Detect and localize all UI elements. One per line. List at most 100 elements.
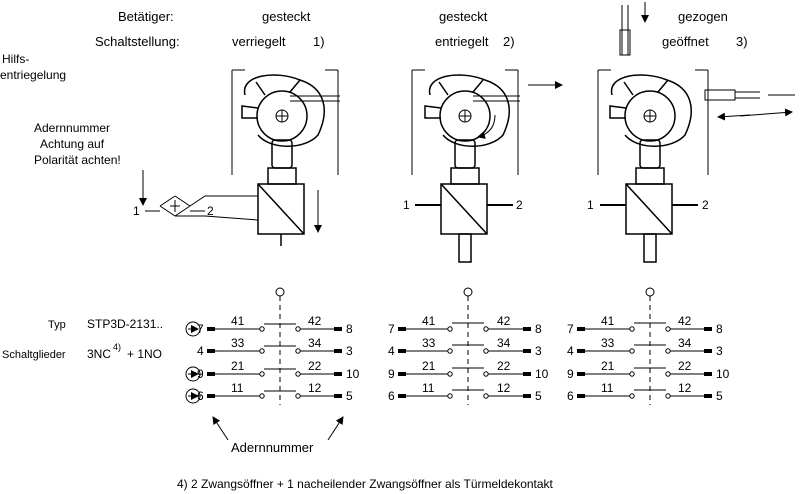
coil2-terminal-right: 2 (516, 198, 523, 212)
block3-row2-left-number: 4 (567, 344, 574, 358)
polarity-label-1: Achtung auf (40, 137, 105, 151)
block3-row1-contact-left (629, 326, 635, 332)
contacts-sup: 4) (113, 342, 121, 352)
block2-row4-contact-right (483, 393, 489, 399)
block1-row1-left-id: 41 (231, 314, 245, 328)
block3-row2-right-id: 34 (678, 336, 692, 350)
coil2-terminal-left: 1 (403, 198, 410, 212)
block2-row3-left-id: 21 (422, 359, 436, 373)
block2-row3-right-id: 22 (497, 359, 511, 373)
block1-row3-left-id: 21 (231, 359, 245, 373)
block2-row3-contact-right (483, 371, 489, 377)
footnote: 4) 2 Zwangsöffner + 1 nacheilender Zwang… (177, 477, 554, 491)
block3-row3-left-id: 21 (601, 359, 615, 373)
block2-row4-right-number: 5 (535, 389, 542, 403)
actuator-label: Betätiger: (118, 9, 174, 24)
type-value: STP3D-2131.. (87, 317, 163, 331)
block1-row4-left-id: 11 (231, 381, 244, 395)
block1-row4-contact-right (295, 393, 301, 399)
arrow-marker-row-1 (185, 321, 201, 337)
col3-state: geöffnet (662, 34, 709, 49)
block2-row3-left-number: 9 (388, 367, 395, 381)
aux-release-label-2: entriegelung (0, 68, 66, 82)
block3-row3-left-number: 9 (567, 367, 574, 381)
block1-row3-right-number: 10 (346, 367, 360, 381)
col1-actuator: gesteckt (262, 9, 311, 24)
col1-note: 1) (313, 34, 325, 49)
block3-row3-right-id: 22 (678, 359, 692, 373)
block1-row4-right-id: 12 (308, 381, 322, 395)
col2-actuator: gesteckt (439, 9, 488, 24)
coil3-terminal-left: 1 (587, 198, 594, 212)
block1-row3-contact-right (295, 371, 301, 377)
type-label: Typ (48, 319, 66, 331)
block3-row1-right-id: 42 (678, 314, 692, 328)
block3-row4-left-number: 6 (567, 389, 574, 403)
block1-row4-right-number: 5 (346, 389, 353, 403)
block3-row4-left-id: 11 (601, 381, 614, 395)
block1-row3-contact-left (259, 371, 265, 377)
block2-row1-left-id: 41 (422, 314, 436, 328)
polarity-label-2: Polarität achten! (34, 153, 121, 167)
coil3-terminal-right: 2 (702, 198, 709, 212)
block2-row2-left-number: 4 (388, 344, 395, 358)
arrow-marker-row-3 (185, 366, 201, 382)
block3-row2-contact-left (629, 348, 635, 354)
block1-row2-contact-right (295, 348, 301, 354)
wire-arrow-left (212, 416, 229, 441)
block1-row1-right-number: 8 (346, 322, 353, 336)
block1-row2-left-id: 33 (231, 336, 245, 350)
block1-row4-contact-left (259, 393, 265, 399)
block3-top-terminal (645, 287, 655, 297)
block3-row1-right-number: 8 (716, 322, 723, 336)
aux-release-label-1: Hilfs- (2, 52, 29, 66)
block3-row3-right-number: 10 (716, 367, 730, 381)
block3-row1-left-number: 7 (567, 322, 574, 336)
coil1-terminal-left: 1 (133, 204, 140, 218)
arrow-marker-row-4 (185, 388, 201, 404)
block2-row1-right-number: 8 (535, 322, 542, 336)
contacts-value-b: + 1NO (127, 347, 162, 361)
column-2-mechanism (411, 69, 563, 263)
wire-arrow-right (327, 416, 344, 441)
coil1-terminal-right: 2 (207, 204, 214, 218)
switch-state-label: Schaltstellung: (95, 34, 180, 49)
block1-row2-left-number: 4 (197, 344, 204, 358)
col3-note: 3) (736, 34, 748, 49)
block3-row4-right-id: 12 (678, 381, 692, 395)
block3-row4-contact-right (665, 393, 671, 399)
block1-row1-right-id: 42 (308, 314, 322, 328)
block2-row1-contact-left (447, 326, 453, 332)
block3-row1-contact-right (665, 326, 671, 332)
contacts-label: Schaltglieder (2, 349, 66, 361)
block2-row1-right-id: 42 (497, 314, 511, 328)
block1-row3-right-id: 22 (308, 359, 322, 373)
block3-row2-left-id: 33 (601, 336, 615, 350)
wire-number-bottom-label: Adernnummer (231, 440, 314, 455)
block2-row1-contact-right (483, 326, 489, 332)
column-3-mechanism (597, 2, 795, 263)
block3-row3-contact-left (629, 371, 635, 377)
block2-row3-right-number: 10 (535, 367, 549, 381)
col2-note: 2) (503, 34, 515, 49)
block1-row1-contact-left (259, 326, 265, 332)
block1-row1-contact-right (295, 326, 301, 332)
wire-number-label: Adernnummer (34, 121, 110, 135)
block3-row4-right-number: 5 (716, 389, 723, 403)
block2-row2-left-id: 33 (422, 336, 436, 350)
block2-row1-left-number: 7 (388, 322, 395, 336)
col2-state: entriegelt (435, 34, 489, 49)
block3-row2-right-number: 3 (716, 344, 723, 358)
block2-row4-contact-left (447, 393, 453, 399)
block2-top-terminal (463, 287, 473, 297)
contacts-value-a: 3NC (87, 347, 111, 361)
block3-row2-contact-right (665, 348, 671, 354)
block1-row2-right-id: 34 (308, 336, 322, 350)
block3-row1-left-id: 41 (601, 314, 615, 328)
block2-row2-contact-right (483, 348, 489, 354)
block2-row3-contact-left (447, 371, 453, 377)
block2-row4-right-id: 12 (497, 381, 511, 395)
block2-row4-left-id: 11 (422, 381, 435, 395)
